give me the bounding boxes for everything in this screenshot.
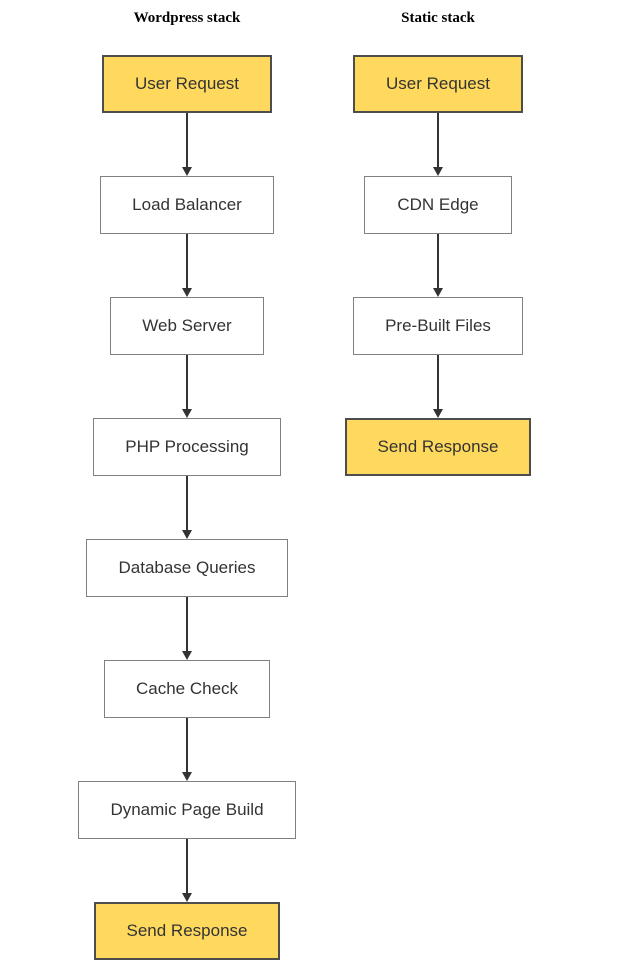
static-node-pre-built-files: Pre-Built Files <box>353 297 523 355</box>
arrow-line <box>437 234 439 288</box>
arrow-line <box>186 839 188 893</box>
arrowhead-icon <box>433 167 443 176</box>
node-label: User Request <box>135 74 239 93</box>
arrow-line <box>186 355 188 409</box>
arrowhead-icon <box>182 651 192 660</box>
column-title-wordpress: Wordpress stack <box>133 10 241 26</box>
node-label: PHP Processing <box>125 437 249 456</box>
arrow-line <box>186 476 188 530</box>
arrow-line <box>186 718 188 772</box>
arrow-line <box>186 234 188 288</box>
wordpress-stack-column: Wordpress stack User Request Load Balanc… <box>47 8 327 960</box>
flow-arrow <box>181 476 193 539</box>
static-node-cdn-edge: CDN Edge <box>364 176 512 234</box>
node-label: Load Balancer <box>132 195 242 214</box>
arrowhead-icon <box>433 409 443 418</box>
wp-node-send-response: Send Response <box>93 902 281 960</box>
arrowhead-icon <box>182 530 192 539</box>
arrowhead-icon <box>433 288 443 297</box>
arrowhead-icon <box>182 772 192 781</box>
node-label: Send Response <box>126 921 248 940</box>
flow-arrow <box>432 355 444 418</box>
arrow-line <box>437 113 439 167</box>
flow-arrow <box>181 718 193 781</box>
static-stack-column: Static stack User Request CDN Edge Pre-B… <box>298 8 578 476</box>
flow-arrow <box>432 113 444 176</box>
arrowhead-icon <box>182 409 192 418</box>
column-title-static: Static stack <box>401 10 475 26</box>
wp-node-user-request: User Request <box>102 55 272 113</box>
wp-node-web-server: Web Server <box>110 297 264 355</box>
node-label: Database Queries <box>118 558 256 577</box>
wp-node-cache-check: Cache Check <box>103 660 271 718</box>
arrow-line <box>186 113 188 167</box>
node-label: Web Server <box>142 316 232 335</box>
node-label: User Request <box>386 74 490 93</box>
flow-arrow <box>432 234 444 297</box>
node-label: Pre-Built Files <box>385 316 491 335</box>
node-label: Send Response <box>377 437 499 456</box>
arrowhead-icon <box>182 893 192 902</box>
arrow-line <box>186 597 188 651</box>
flow-arrow <box>181 597 193 660</box>
arrowhead-icon <box>182 288 192 297</box>
wp-node-database-queries: Database Queries <box>86 539 288 597</box>
arrowhead-icon <box>182 167 192 176</box>
static-node-send-response: Send Response <box>344 418 532 476</box>
wp-node-php-processing: PHP Processing <box>93 418 281 476</box>
node-label: Cache Check <box>135 679 239 698</box>
node-label: Dynamic Page Build <box>110 800 264 819</box>
flow-arrow <box>181 234 193 297</box>
wp-node-load-balancer: Load Balancer <box>100 176 274 234</box>
flow-arrow <box>181 839 193 902</box>
wp-node-dynamic-page-build: Dynamic Page Build <box>78 781 296 839</box>
arrow-line <box>437 355 439 409</box>
flow-arrow <box>181 355 193 418</box>
node-label: CDN Edge <box>397 195 479 214</box>
static-node-user-request: User Request <box>353 55 523 113</box>
flow-arrow <box>181 113 193 176</box>
